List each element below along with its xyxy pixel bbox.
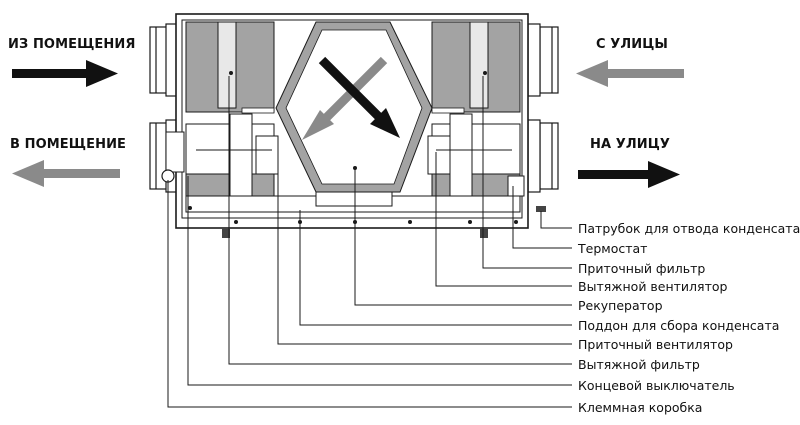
callout-condensate-drain: Патрубок для отвода конденсата bbox=[578, 221, 800, 236]
exhaust-filter-bar bbox=[217, 21, 237, 109]
label-from-room: ИЗ ПОМЕЩЕНИЯ bbox=[8, 37, 136, 52]
terminal-box bbox=[165, 131, 185, 173]
callout-exhaust-fan: Вытяжной вентилятор bbox=[578, 279, 728, 294]
callout-condensate-tray: Поддон для сбора конденсата bbox=[578, 318, 780, 333]
mount-feet bbox=[222, 206, 546, 238]
callout-recuperator: Рекуператор bbox=[578, 298, 663, 313]
callout-thermostat: Термостат bbox=[578, 241, 648, 256]
right-upper-duct bbox=[527, 23, 559, 97]
callout-terminal-box: Клеммная коробка bbox=[578, 400, 703, 415]
flow-arrow-to-street bbox=[578, 161, 680, 188]
label-to-room: В ПОМЕЩЕНИЕ bbox=[10, 137, 127, 152]
callout-exhaust-filter: Вытяжной фильтр bbox=[578, 357, 700, 372]
callout-supply-fan: Приточный вентилятор bbox=[578, 337, 733, 352]
flow-arrow-to-room bbox=[12, 160, 120, 187]
supply-filter-bar bbox=[469, 21, 489, 109]
leader-lines bbox=[167, 76, 572, 408]
label-to-street: НА УЛИЦУ bbox=[590, 137, 671, 152]
flow-arrow-from-street bbox=[576, 60, 684, 87]
exhaust-fan-housing bbox=[427, 113, 521, 207]
thermostat bbox=[507, 175, 525, 197]
flow-arrow-from-room bbox=[12, 60, 118, 87]
recuperator-flow-arrows bbox=[302, 56, 400, 140]
supply-fan-housing bbox=[185, 113, 279, 207]
callout-supply-filter: Приточный фильтр bbox=[578, 261, 706, 276]
label-from-street: С УЛИЦЫ bbox=[596, 37, 668, 52]
callout-limit-switch: Концевой выключатель bbox=[578, 378, 735, 393]
left-upper-duct bbox=[149, 23, 179, 97]
right-lower-duct bbox=[527, 119, 559, 193]
